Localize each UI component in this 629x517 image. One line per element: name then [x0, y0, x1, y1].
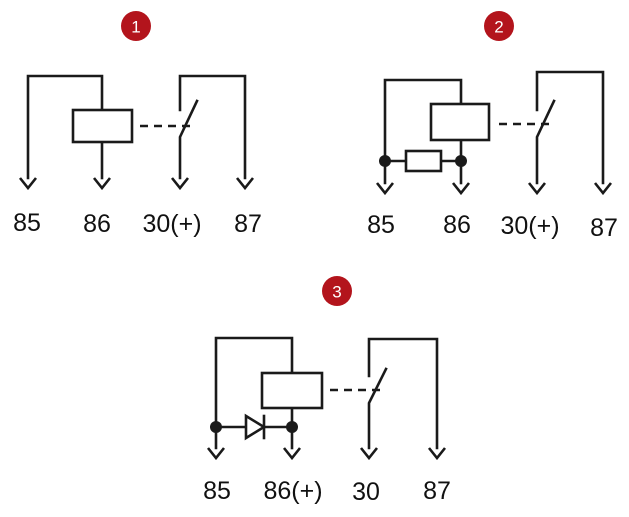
arrow-down-icon [359, 447, 379, 461]
badge-circle [322, 276, 352, 306]
pin-label: 87 [234, 210, 262, 238]
coil-wire-85 [214, 336, 294, 450]
switch-wire-30 [535, 99, 556, 185]
badge-number: 3 [332, 283, 341, 302]
relay-coil [71, 108, 134, 144]
arrow-down-icon [206, 447, 226, 461]
resistor-icon [404, 149, 443, 173]
arrow-down-icon [282, 447, 302, 461]
badge-circle [121, 11, 151, 41]
switch-wire-87 [367, 337, 439, 450]
pin-label: 85 [367, 211, 395, 239]
arrow-down-icon [593, 182, 613, 196]
arrow-down-icon [375, 182, 395, 196]
junction-dot [286, 421, 298, 433]
junction-dot [455, 155, 467, 167]
pin-label: 86 [443, 211, 471, 239]
switch-wire-87 [535, 70, 605, 185]
coil-wire-85 [383, 78, 463, 185]
arrow-down-icon [170, 177, 190, 191]
arrow-down-icon [18, 177, 38, 191]
coil-wire-85 [26, 74, 104, 180]
arrow-down-icon [451, 182, 471, 196]
relay-diagram-3: 3 85 86(+) 30 87 [203, 276, 451, 506]
arrow-down-icon [427, 447, 447, 461]
relay-coil [260, 371, 324, 410]
diode-triangle [244, 413, 267, 441]
diode-icon [244, 413, 267, 441]
arrow-down-icon [527, 182, 547, 196]
pin-label: 30(+) [142, 210, 201, 238]
badge-number: 2 [494, 18, 503, 37]
relay-coil [429, 102, 491, 142]
junction-dot [210, 421, 222, 433]
pin-label: 85 [203, 477, 231, 505]
pin-label: 30 [352, 478, 380, 506]
pin-label: 85 [13, 209, 41, 237]
relay-diagram-2: 2 85 86 30(+) 87 [367, 11, 618, 242]
arrow-down-icon [235, 177, 255, 191]
pin-label: 30(+) [500, 212, 559, 240]
badge-3: 3 [322, 276, 352, 306]
switch-wire-30 [367, 367, 388, 450]
switch-wire-30 [178, 99, 199, 180]
junction-dot [379, 155, 391, 167]
badge-number: 1 [131, 18, 140, 37]
badge-1: 1 [121, 11, 151, 41]
arrow-down-icon [92, 177, 112, 191]
relay-diagram-1: 1 85 86 30(+) 87 [13, 11, 262, 238]
pin-label: 87 [590, 214, 618, 242]
pin-label: 87 [423, 477, 451, 505]
badge-circle [484, 11, 514, 41]
pin-label: 86(+) [263, 477, 322, 505]
pin-label: 86 [83, 210, 111, 238]
badge-2: 2 [484, 11, 514, 41]
switch-wire-87 [178, 74, 247, 180]
